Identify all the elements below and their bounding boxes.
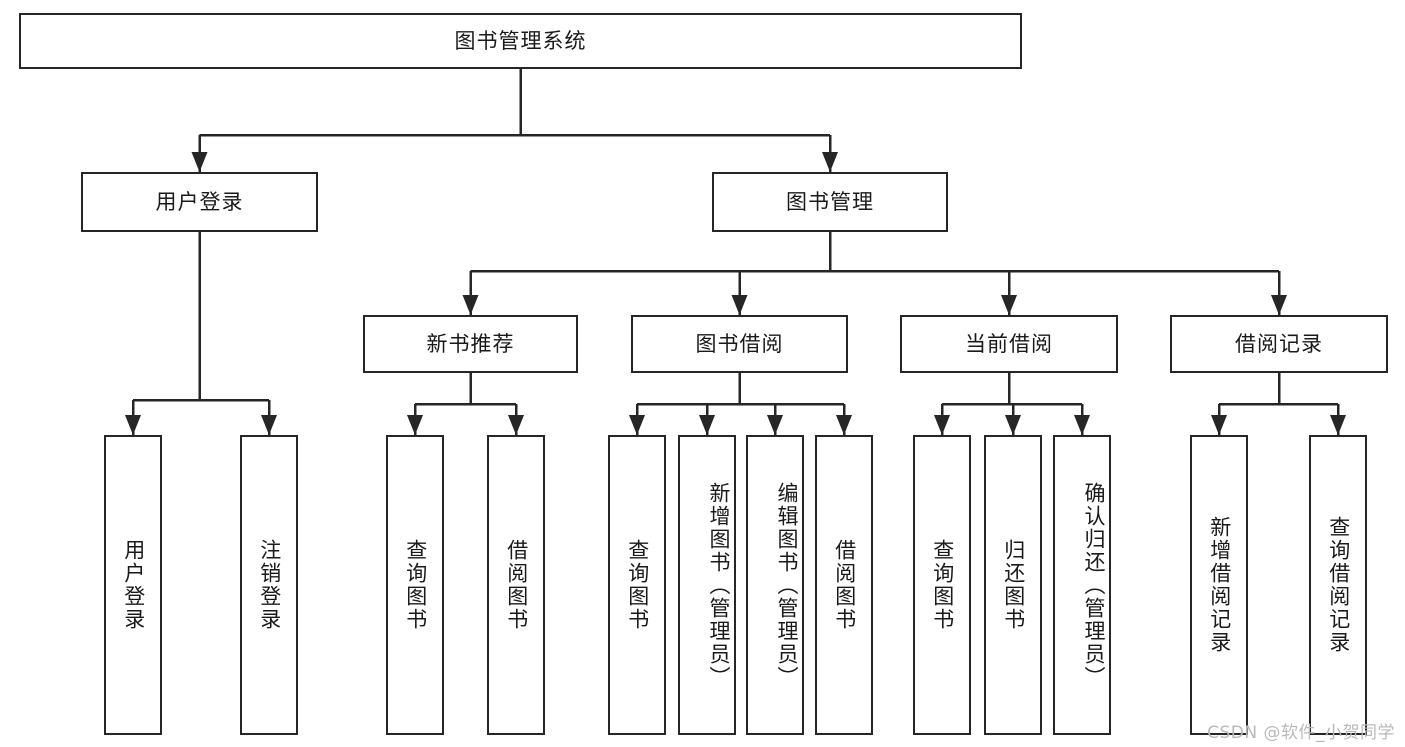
edge-arrowhead bbox=[191, 152, 208, 172]
node-label: 借阅记录 bbox=[1235, 331, 1323, 356]
node-label: 查询图书 bbox=[930, 539, 955, 631]
node-leaf-return-book[interactable]: 归还图书 bbox=[984, 435, 1042, 735]
edge-arrowhead bbox=[407, 415, 423, 435]
node-leaf-add-record[interactable]: 新增借阅记录 bbox=[1190, 435, 1248, 735]
edge-arrowhead bbox=[699, 415, 715, 435]
edge-arrowhead bbox=[836, 415, 852, 435]
node-user-login[interactable]: 用户登录 bbox=[81, 172, 318, 232]
edge-arrowhead bbox=[462, 295, 479, 315]
node-label: 图书借阅 bbox=[695, 331, 784, 356]
node-label: 用户登录 bbox=[155, 189, 244, 214]
node-leaf-user-logout[interactable]: 注销登录 bbox=[240, 435, 298, 735]
edge-arrowhead bbox=[261, 415, 277, 435]
edge-arrowhead bbox=[1001, 295, 1017, 315]
node-borrow-record[interactable]: 借阅记录 bbox=[1170, 315, 1388, 373]
node-label: 用户登录 bbox=[121, 539, 146, 631]
node-label: 借阅图书 bbox=[832, 539, 857, 631]
node-label: 查询图书 bbox=[403, 539, 428, 631]
node-book-borrow[interactable]: 图书借阅 bbox=[631, 315, 848, 373]
edge-arrowhead bbox=[767, 415, 783, 435]
node-label: 查询图书 bbox=[625, 539, 650, 631]
node-leaf-query-book-cb[interactable]: 查询图书 bbox=[913, 435, 971, 735]
node-leaf-query-book-bb[interactable]: 查询图书 bbox=[608, 435, 666, 735]
node-leaf-add-book[interactable]: 新增图书（管理员） bbox=[678, 435, 736, 735]
node-new-book-recommend[interactable]: 新书推荐 bbox=[363, 315, 578, 373]
node-leaf-borrow-book-rec[interactable]: 借阅图书 bbox=[487, 435, 545, 735]
node-leaf-edit-book[interactable]: 编辑图书（管理员） bbox=[746, 435, 804, 735]
edge-arrowhead bbox=[629, 415, 645, 435]
node-label: 当前借阅 bbox=[965, 331, 1053, 356]
node-label: 借阅图书 bbox=[504, 539, 529, 631]
edge-arrowhead bbox=[125, 415, 141, 435]
edge-arrowhead bbox=[1330, 415, 1346, 435]
edge-arrowhead bbox=[934, 415, 950, 435]
node-root[interactable]: 图书管理系统 bbox=[19, 13, 1022, 69]
edge-arrowhead bbox=[1074, 415, 1090, 435]
node-book-manage[interactable]: 图书管理 bbox=[712, 172, 948, 232]
node-label: 编辑图书（管理员） bbox=[775, 481, 799, 689]
node-label: 图书管理系统 bbox=[454, 28, 587, 53]
edge-arrowhead bbox=[508, 415, 524, 435]
node-leaf-query-book-rec[interactable]: 查询图书 bbox=[386, 435, 444, 735]
node-label: 注销登录 bbox=[257, 539, 282, 631]
edge-arrowhead bbox=[1211, 415, 1227, 435]
node-label: 确认归还（管理员） bbox=[1082, 481, 1106, 689]
node-label: 新增图书（管理员） bbox=[707, 481, 731, 689]
node-label: 查询借阅记录 bbox=[1326, 516, 1351, 654]
node-leaf-user-login[interactable]: 用户登录 bbox=[104, 435, 162, 735]
edge-arrowhead bbox=[731, 295, 748, 315]
node-current-borrow[interactable]: 当前借阅 bbox=[900, 315, 1118, 373]
edge-arrowhead bbox=[822, 152, 838, 172]
csdn-watermark: CSDN @软件_小贺同学 bbox=[1207, 723, 1395, 743]
node-leaf-query-record[interactable]: 查询借阅记录 bbox=[1309, 435, 1367, 735]
node-label: 归还图书 bbox=[1001, 539, 1026, 631]
node-label: 新书推荐 bbox=[426, 331, 515, 356]
edge-arrowhead bbox=[1271, 295, 1287, 315]
edge-arrowhead bbox=[1005, 415, 1021, 435]
node-label: 新增借阅记录 bbox=[1207, 516, 1232, 654]
node-leaf-confirm-return[interactable]: 确认归还（管理员） bbox=[1053, 435, 1111, 735]
node-leaf-borrow-book-bb[interactable]: 借阅图书 bbox=[815, 435, 873, 735]
node-label: 图书管理 bbox=[786, 189, 874, 214]
